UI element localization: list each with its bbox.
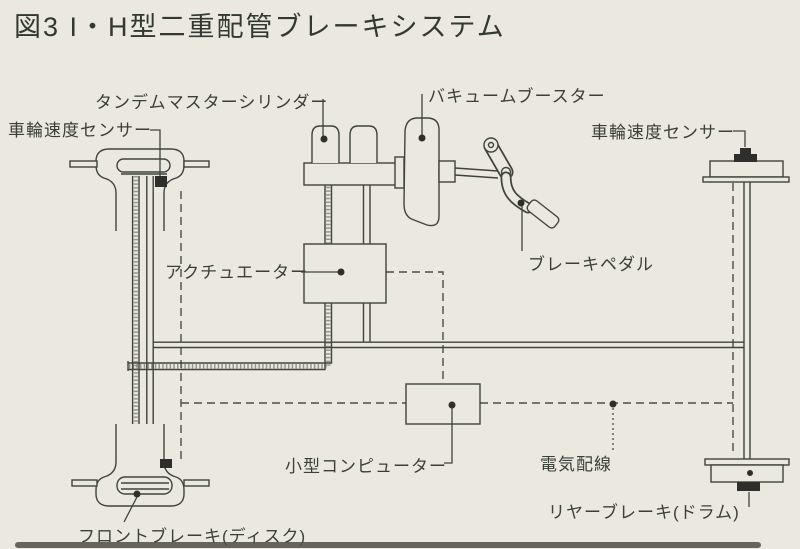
label-tandem-master-cylinder: タンデムマスターシリンダー: [95, 92, 328, 112]
actuator-box: [303, 243, 387, 304]
front-wheel-sensor-mark-top: [155, 176, 167, 187]
front-hub-axle-stub-right: [183, 160, 210, 168]
pedal-leader-dot: [517, 199, 525, 207]
pedal-pivot: [483, 137, 499, 153]
front-caliper-capsule: [116, 158, 171, 173]
rear-wheel-assembly: [702, 148, 790, 491]
label-wheel-speed-sensor-right: 車輪速度センサー: [591, 123, 735, 142]
booster-shell: [403, 117, 440, 227]
rear-drum-flange: [704, 458, 790, 466]
rear-drum-body: [710, 464, 784, 483]
front-hub-axle-stub-left: [69, 160, 98, 168]
figure-title: 図3 I・H型二重配管ブレーキシステム: [14, 12, 506, 42]
rear-drum-sensor-block: [737, 482, 760, 491]
diagram-labels: タンデムマスターシリンダー 車輪速度センサー バキュームブースター 車輪速度セン…: [8, 86, 740, 546]
label-small-computer: 小型コンピューター: [285, 457, 447, 476]
rear-wheel-sensor-block-top: [740, 148, 751, 155]
rear-drum-dot: [747, 470, 753, 476]
front-disc-capsule: [116, 476, 173, 495]
front-brake-axle-stub-right: [183, 479, 210, 487]
page-edge-shadow: [15, 542, 761, 548]
front-wheel-sensor-mark-bottom: [160, 459, 172, 468]
pedal-pad: [526, 199, 560, 229]
rear-wheel-sensor-block: [734, 154, 757, 162]
brake-pedal-assembly: [483, 137, 560, 229]
booster-flange: [394, 156, 405, 189]
label-rear-brake: リヤーブレーキ(ドラム): [548, 502, 740, 522]
front-wheel-assembly: [69, 148, 210, 507]
master-cylinder-booster: [303, 117, 499, 227]
pushrod-housing: [438, 160, 456, 183]
reservoir-left: [311, 125, 340, 163]
leader-lines: [123, 94, 750, 523]
label-actuator: アクチュエーター: [165, 263, 308, 282]
label-brake-pedal: ブレーキペダル: [528, 254, 654, 274]
label-electric-wiring: 電気配線: [540, 455, 612, 474]
label-wheel-speed-sensor-left: 車輪速度センサー: [8, 121, 152, 140]
front-brake-axle-stub-left: [71, 479, 98, 487]
label-front-brake: フロントブレーキ(ディスク): [78, 526, 306, 546]
rear-hub-flange: [702, 176, 790, 183]
pushrod: [454, 167, 499, 172]
master-cylinder-body: [303, 162, 398, 186]
computer-box: [405, 383, 481, 425]
label-vacuum-booster: バキュームブースター: [428, 86, 606, 106]
rear-hub-body: [709, 160, 784, 178]
reservoir-right: [349, 125, 378, 163]
